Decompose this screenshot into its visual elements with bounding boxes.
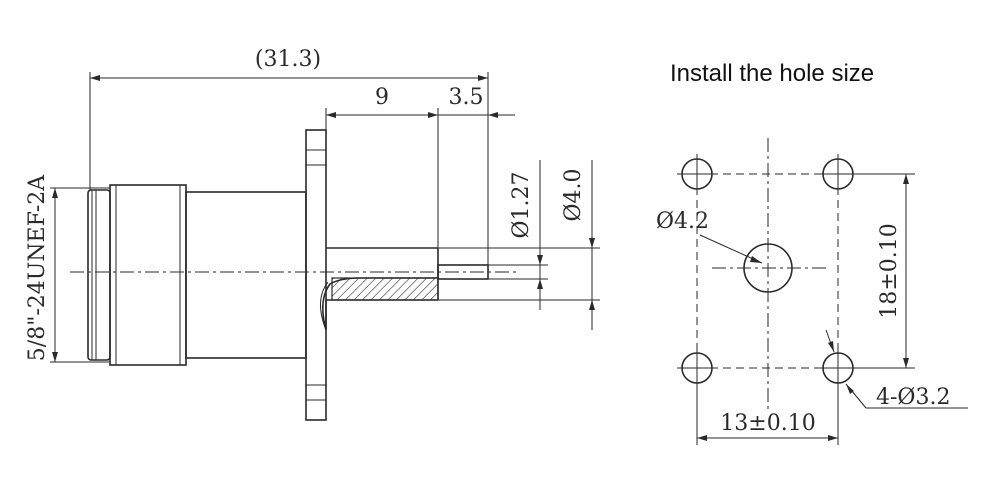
thread-spec-label: 5/8"-24UNEF-2A bbox=[25, 174, 50, 362]
pin-diameter-label: Ø1.27 bbox=[509, 171, 534, 238]
vertical-spacing-label: 18±0.10 bbox=[877, 223, 902, 318]
pin-length-label: 9 bbox=[375, 85, 389, 110]
overall-length-label: (31.3) bbox=[255, 47, 321, 72]
dimension-dielectric-diameter: Ø4.0 bbox=[438, 160, 600, 330]
center-hole bbox=[743, 243, 793, 293]
mount-hole-callout: 4-Ø3.2 bbox=[825, 329, 968, 410]
diagram-title: Install the hole size bbox=[670, 60, 875, 87]
dimension-pin-diameter: Ø1.27 bbox=[488, 160, 548, 310]
flange bbox=[305, 129, 327, 421]
side-view: (31.3) 9 3.5 Ø1.27 bbox=[25, 47, 600, 421]
hole-pattern: Ø4.2 4-Ø3.2 bbox=[656, 138, 968, 445]
pin-tip-label: 3.5 bbox=[449, 85, 484, 110]
dielectric bbox=[320, 247, 439, 331]
dimension-pin-length: 9 3.5 bbox=[325, 85, 515, 248]
coupling-nut bbox=[87, 184, 187, 366]
mount-hole-bottom-left bbox=[677, 348, 717, 388]
dielectric-diameter-label: Ø4.0 bbox=[561, 168, 586, 221]
dimension-vertical-spacing: 18±0.10 bbox=[855, 173, 915, 369]
center-hole-label: Ø4.2 bbox=[656, 209, 709, 234]
mount-hole-top-right bbox=[818, 154, 858, 194]
dimension-thread: 5/8"-24UNEF-2A bbox=[25, 174, 110, 363]
dimension-overall-length: (31.3) bbox=[89, 47, 489, 265]
horizontal-spacing-label: 13±0.10 bbox=[720, 411, 815, 436]
connector-body bbox=[185, 191, 307, 359]
mount-hole-top-left bbox=[677, 154, 717, 194]
dimension-horizontal-spacing: 13±0.10 bbox=[696, 385, 839, 445]
mount-hole-bottom-right bbox=[818, 348, 858, 388]
mount-holes-label: 4-Ø3.2 bbox=[876, 385, 950, 410]
